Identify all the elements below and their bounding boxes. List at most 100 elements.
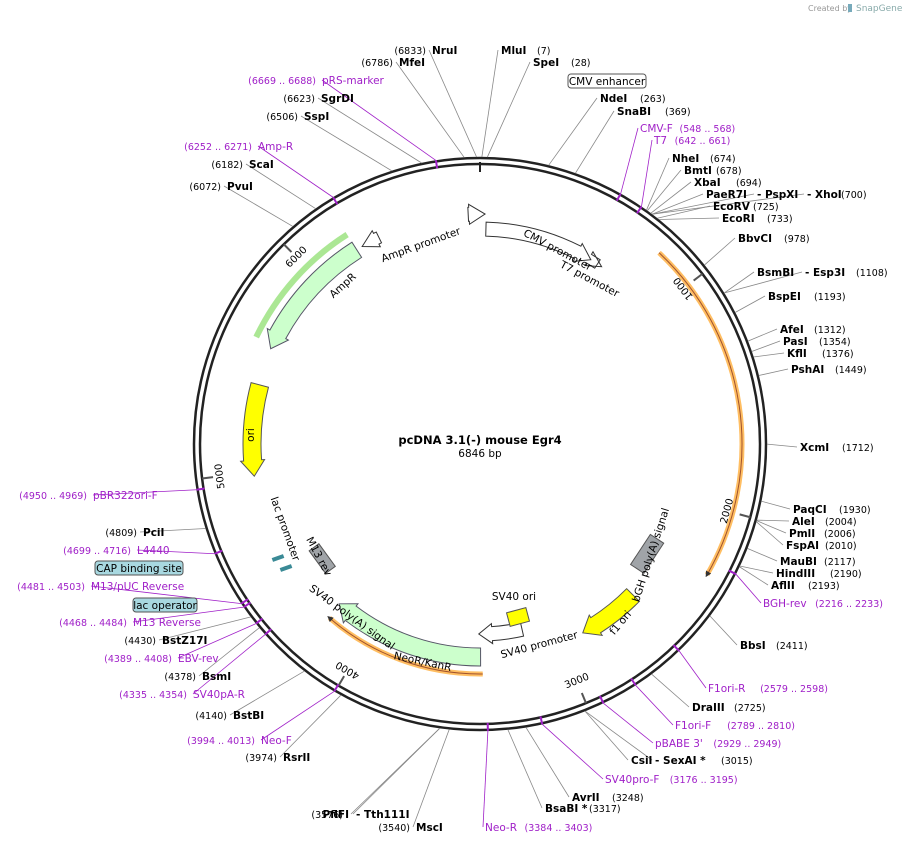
site-name-afei: AfeI <box>780 324 804 336</box>
site-pos-ndei: (263) <box>640 94 666 105</box>
site-leader-sexai <box>584 710 653 761</box>
cap-site-mark <box>271 554 285 562</box>
ampr-promoter-arrow <box>361 229 383 248</box>
primer-name-m13-puc-reverse: M13/pUC Reverse <box>91 581 184 593</box>
primer-name-sv40pa-r: SV40pA-R <box>193 689 245 701</box>
primer-name-t7: T7 <box>653 135 667 147</box>
boxed-cmv-enhancer <box>567 73 647 89</box>
primer-name-neo-f: Neo-F <box>261 735 292 747</box>
boxed-label-cap-binding-site: CAP binding site <box>96 563 182 575</box>
site-name-tth111i: - Tth111I <box>356 809 410 821</box>
primer-name-bgh-rev: BGH-rev <box>763 598 807 610</box>
site-pos-mfei: (6786) <box>361 58 393 69</box>
site-leader-xhoi <box>651 193 805 215</box>
primer-name-m13-reverse: M13 Reverse <box>133 617 201 629</box>
site-pos-nrui: (6833) <box>394 46 426 57</box>
site-pos-bsmi: (4378) <box>164 672 196 683</box>
leader-lines <box>90 49 805 828</box>
primer-name-f1ori-r: F1ori-R <box>708 683 745 695</box>
primer-range-m13-reverse: (4468 .. 4484) <box>59 618 127 629</box>
site-pos-pshai: (1449) <box>835 365 867 376</box>
site-leader-bstbi <box>229 670 305 716</box>
site-leader-afei <box>747 328 778 342</box>
site-name-mfei: MfeI <box>399 57 425 69</box>
site-name-xcmi: XcmI <box>800 442 829 454</box>
primer-leader-m13-puc-reverse <box>90 585 242 604</box>
primer-mark-prs-marker <box>434 160 439 169</box>
site-name-sgrdi: SgrDI <box>321 93 354 105</box>
site-name-kfli: KflI <box>787 348 807 360</box>
site-pos-xbai: (694) <box>736 178 762 189</box>
site-name-spei: SpeI <box>533 57 559 69</box>
site-name-csii: CsiI <box>631 755 652 767</box>
site-leader-paqci <box>761 500 791 510</box>
site-name-ecori: EcoRI <box>722 213 755 225</box>
boxed-cap-binding-site <box>94 560 184 576</box>
site-pos-scai: (6182) <box>211 160 243 171</box>
primer-mark-bgh-rev <box>728 569 737 575</box>
site-leader-rsrii <box>279 694 342 758</box>
site-pos-snabi: (369) <box>665 107 691 118</box>
site-leader-snabi <box>575 110 615 174</box>
neor-arrow <box>338 603 482 667</box>
primer-mark-amp-r <box>332 196 339 205</box>
feature-label-ori: ori <box>245 428 257 442</box>
primer-mark-t7 <box>636 206 643 214</box>
site-name-bsmbi: BsmBI <box>757 267 794 279</box>
site-pos-afei: (1312) <box>814 325 846 336</box>
site-leader-draiii <box>651 673 690 708</box>
feature-label-sv40-polya: SV40 poly(A) signal <box>307 583 397 653</box>
backbone <box>192 156 768 732</box>
lac-operator-mark <box>279 564 293 572</box>
site-name-esp3i: - Esp3I <box>805 267 845 279</box>
snapgene-logo-icon <box>848 4 852 12</box>
primer-name-pbr322ori-f: pBR322ori-F <box>93 490 158 502</box>
site-leader-paer7i <box>651 193 704 215</box>
site-pos-sexai: (3015) <box>721 756 753 767</box>
site-name-bbvci: BbvCI <box>738 233 772 245</box>
plasmid-length: 6846 bp <box>458 448 502 460</box>
site-pos-psifi: (3576) <box>311 810 343 821</box>
ruler-label: 4000 <box>334 659 362 681</box>
primer-range-pbabe-3: (2929 .. 2949) <box>713 739 781 750</box>
primer-range-ebv-rev: (4389 .. 4408) <box>104 654 172 665</box>
primer-range-sv40pa-r: (4335 .. 4354) <box>119 690 187 701</box>
site-leader-bspei <box>734 295 766 313</box>
site-leader-pshai <box>758 368 789 376</box>
site-pos-bspei: (1193) <box>814 292 846 303</box>
primer-leader-f1ori-f <box>635 684 674 726</box>
site-pos-aflii: (2193) <box>808 581 840 592</box>
primer-name-f1ori-f: F1ori-F <box>675 720 711 732</box>
site-pos-draiii: (2725) <box>734 703 766 714</box>
site-leader-hindiii <box>739 565 774 574</box>
site-leader-kfli <box>753 352 785 358</box>
primer-leader-l4440 <box>136 549 215 555</box>
site-pos-pmli: (2006) <box>824 529 856 540</box>
primer-mark-sv40pa-r <box>264 628 272 636</box>
site-name-bsmi: BsmI <box>202 671 231 683</box>
site-leader-bsmbi <box>723 271 755 294</box>
primer-mark-sv40pro-f <box>539 716 544 725</box>
site-name-aflii: AflII <box>771 580 795 592</box>
primer-mark-f1ori-f <box>630 677 637 686</box>
site-name-nhei: NheI <box>672 153 699 165</box>
site-leader-avrii <box>525 727 570 798</box>
sv40-promoter-arrow <box>477 621 525 645</box>
site-pos-ecorv: (725) <box>753 202 779 213</box>
site-name-hindiii: HindIII <box>776 568 815 580</box>
primer-mark-l4440 <box>214 549 223 555</box>
t7-promoter-arrow <box>584 250 603 269</box>
site-name-rsrii: RsrII <box>283 752 310 764</box>
insert-orf-line <box>658 252 743 578</box>
primer-name-pbabe-3: pBABE 3' <box>655 738 703 750</box>
site-pos-bsabi: (3317) <box>589 804 621 815</box>
primer-mark-pbr322ori-f <box>196 487 205 491</box>
site-name-snabi: SnaBI <box>617 106 651 118</box>
f1-ori-arrow <box>582 587 641 636</box>
ruler-tick <box>283 243 293 253</box>
credit-prefix: Created by <box>808 4 852 13</box>
site-name-bsabi: BsaBI * <box>545 803 588 815</box>
site-leader-alei <box>756 519 790 522</box>
site-leader-ecorv <box>657 205 711 219</box>
primer-mark-cmv-f <box>615 193 622 202</box>
